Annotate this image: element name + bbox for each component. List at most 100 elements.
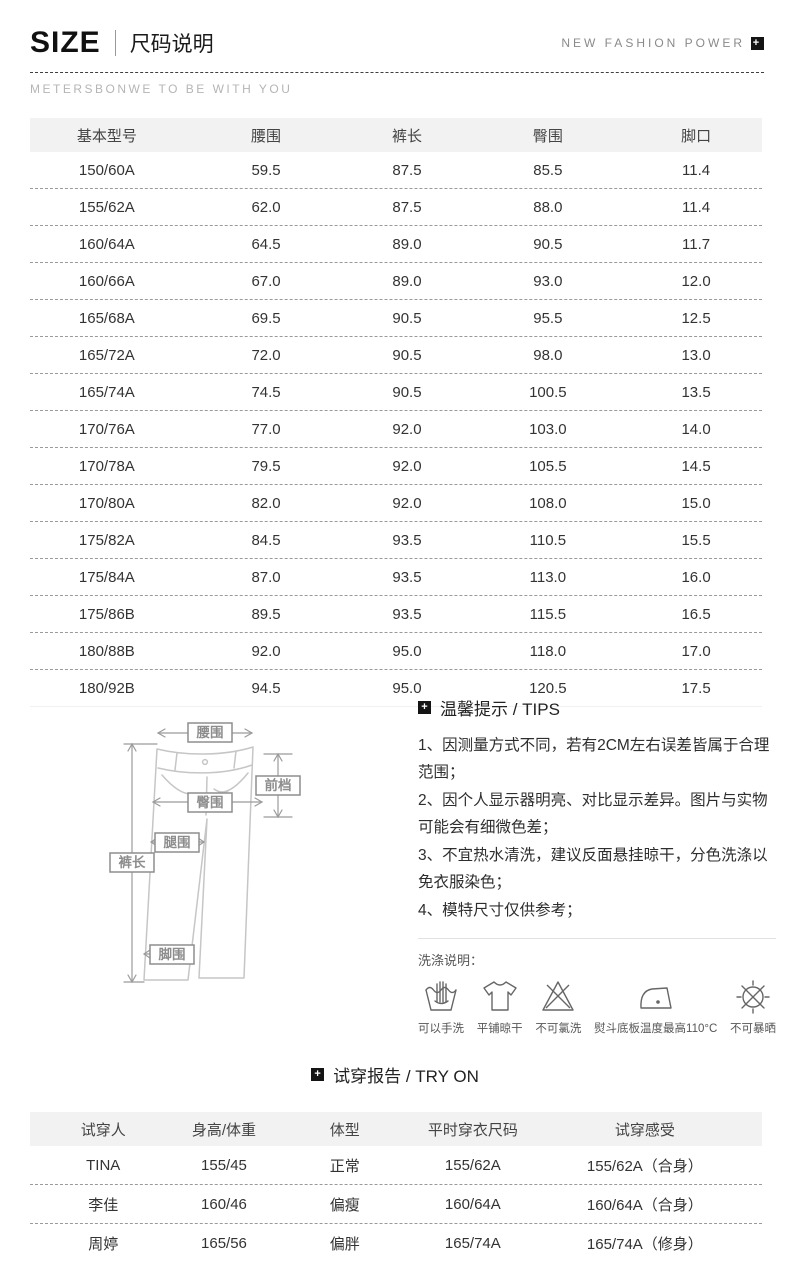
page-subtitle: 尺码说明 (129, 33, 214, 56)
header-dashed-divider (30, 72, 764, 73)
cell-length: 87.5 (392, 161, 422, 179)
cell-model: 175/86B (78, 605, 135, 623)
cell-model: 175/82A (78, 531, 135, 549)
table-row: 180/92B 94.5 95.0 120.5 17.5 (30, 669, 762, 706)
cell-hip: 115.5 (529, 605, 567, 623)
hem-label: 脚围 (159, 947, 186, 962)
cell-tester: TINA (86, 1156, 121, 1174)
cell-length: 93.5 (392, 568, 422, 586)
column-header: 平时穿衣尺码 (427, 1121, 518, 1139)
cell-waist: 77.0 (251, 420, 281, 438)
washing-item: 平铺晾干 (477, 977, 523, 1036)
table-row: 170/78A 79.5 92.0 105.5 14.5 (30, 447, 762, 484)
cell-hip: 95.5 (533, 309, 563, 327)
size-table-body: 150/60A 59.5 87.5 85.5 11.4 155/62A 62.0… (30, 152, 762, 707)
cell-hip: 108.0 (529, 494, 567, 512)
cell-length: 93.5 (392, 531, 422, 549)
cell-hem: 13.0 (681, 346, 711, 364)
page-title: SIZE (30, 26, 101, 59)
no-sun-dry-icon (736, 980, 770, 1014)
cell-waist: 82.0 (251, 494, 281, 512)
cell-hem: 15.0 (681, 494, 711, 512)
plus-square-icon: + (751, 36, 764, 50)
column-header: 试穿人 (80, 1121, 126, 1139)
cell-waist: 69.5 (251, 309, 281, 327)
cell-height-weight: 155/45 (201, 1156, 247, 1174)
table-row: 180/88B 92.0 95.0 118.0 17.0 (30, 632, 762, 669)
table-row: 175/84A 87.0 93.5 113.0 16.0 (30, 558, 762, 595)
table-row: 165/68A 69.5 90.5 95.5 12.5 (30, 299, 762, 336)
cell-length: 92.0 (392, 420, 422, 438)
hip-label: 臀围 (197, 795, 224, 810)
cell-model: 160/66A (78, 272, 135, 290)
cell-length: 92.0 (392, 457, 422, 475)
cell-length: 90.5 (392, 309, 422, 327)
cell-hip: 113.0 (529, 568, 567, 586)
cell-hem: 17.0 (681, 642, 711, 660)
cell-tester: 李佳 (88, 1196, 119, 1214)
table-row: 175/86B 89.5 93.5 115.5 16.5 (30, 595, 762, 632)
column-header: 基本型号 (76, 127, 137, 145)
plus-square-icon: + (311, 1068, 325, 1081)
cell-model: 170/80A (78, 494, 135, 512)
cell-usual-size: 165/74A (444, 1234, 501, 1252)
cell-model: 155/62A (78, 198, 135, 216)
cell-waist: 64.5 (251, 235, 281, 253)
washing-item: 不可氯洗 (535, 977, 581, 1036)
page-header: SIZE 尺码说明 NEW FASHION POWER + METERSBONW… (30, 26, 764, 96)
cell-hip: 93.0 (533, 272, 563, 290)
cell-length: 90.5 (392, 346, 422, 364)
column-header: 身高/体重 (191, 1121, 257, 1139)
flat-dry-icon (482, 981, 517, 1011)
cell-hem: 17.5 (681, 679, 711, 697)
front-rise-label: 前档 (265, 777, 292, 793)
cell-feeling: 160/64A（合身） (586, 1196, 703, 1214)
washing-title: 洗涤说明： (418, 952, 484, 968)
table-row: TINA 155/45 正常 155/62A 155/62A（合身） (30, 1146, 762, 1184)
washing-label: 不可暴晒 (730, 1022, 776, 1035)
table-row: 150/60A 59.5 87.5 85.5 11.4 (30, 152, 762, 188)
cell-length: 89.0 (392, 272, 422, 290)
cell-waist: 59.5 (251, 161, 281, 179)
column-header: 腰围 (251, 127, 282, 145)
table-row: 周婷 165/56 偏胖 165/74A 165/74A（修身） (30, 1223, 762, 1262)
cell-hem: 13.5 (681, 383, 711, 401)
cell-hem: 11.7 (682, 235, 711, 253)
pants-diagram-svg: 腰围 前档 臀围 腿围 裤长 脚围 (109, 722, 301, 984)
cell-hip: 103.0 (529, 420, 567, 438)
cell-model: 175/84A (78, 568, 135, 586)
washing-divider (418, 937, 776, 939)
plus-square-icon: + (418, 701, 431, 714)
column-header: 试穿感受 (614, 1121, 675, 1139)
cell-model: 180/88B (78, 642, 135, 660)
cell-model: 165/72A (78, 346, 135, 364)
cell-waist: 72.0 (251, 346, 281, 364)
cell-hem: 12.0 (681, 272, 711, 290)
cell-tester: 周婷 (88, 1235, 119, 1253)
tip-item: 3、不宜热水清洗，建议反面悬挂晾干，分色洗涤以免衣服染色； (418, 846, 768, 891)
cell-length: 90.5 (392, 383, 422, 401)
cell-hem: 15.5 (681, 531, 711, 549)
size-table-header: 基本型号 腰围 裤长 臀围 脚口 (30, 118, 762, 152)
cell-length: 95.0 (392, 679, 422, 697)
cell-waist: 79.5 (251, 457, 281, 475)
pants-length-label: 裤长 (119, 854, 146, 870)
table-row: 175/82A 84.5 93.5 110.5 15.5 (30, 521, 762, 558)
slogan-text: NEW FASHION POWER (561, 36, 745, 50)
table-row: 165/72A 72.0 90.5 98.0 13.0 (30, 336, 762, 373)
table-row: 160/64A 64.5 89.0 90.5 11.7 (30, 225, 762, 262)
waist-label: 腰围 (196, 725, 224, 740)
thigh-label: 腿围 (164, 835, 191, 850)
tips-section: + 温馨提示 / TIPS 1、因测量方式不同，若有2CM左右误差皆属于合理范围… (418, 695, 776, 1036)
title-divider (114, 30, 116, 56)
cell-hem: 14.0 (681, 420, 711, 438)
cell-hip: 88.0 (533, 198, 563, 216)
cell-height-weight: 165/56 (201, 1234, 247, 1252)
cell-hem: 11.4 (682, 198, 711, 216)
cell-model: 150/60A (78, 161, 135, 179)
tip-item: 1、因测量方式不同，若有2CM左右误差皆属于合理范围； (418, 737, 770, 781)
cell-waist: 62.0 (251, 198, 281, 216)
table-row: 170/76A 77.0 92.0 103.0 14.0 (30, 410, 762, 447)
cell-length: 89.0 (392, 235, 422, 253)
tip-item: 2、因个人显示器明亮、对比显示差异。图片与实物可能会有细微色差； (418, 791, 768, 836)
